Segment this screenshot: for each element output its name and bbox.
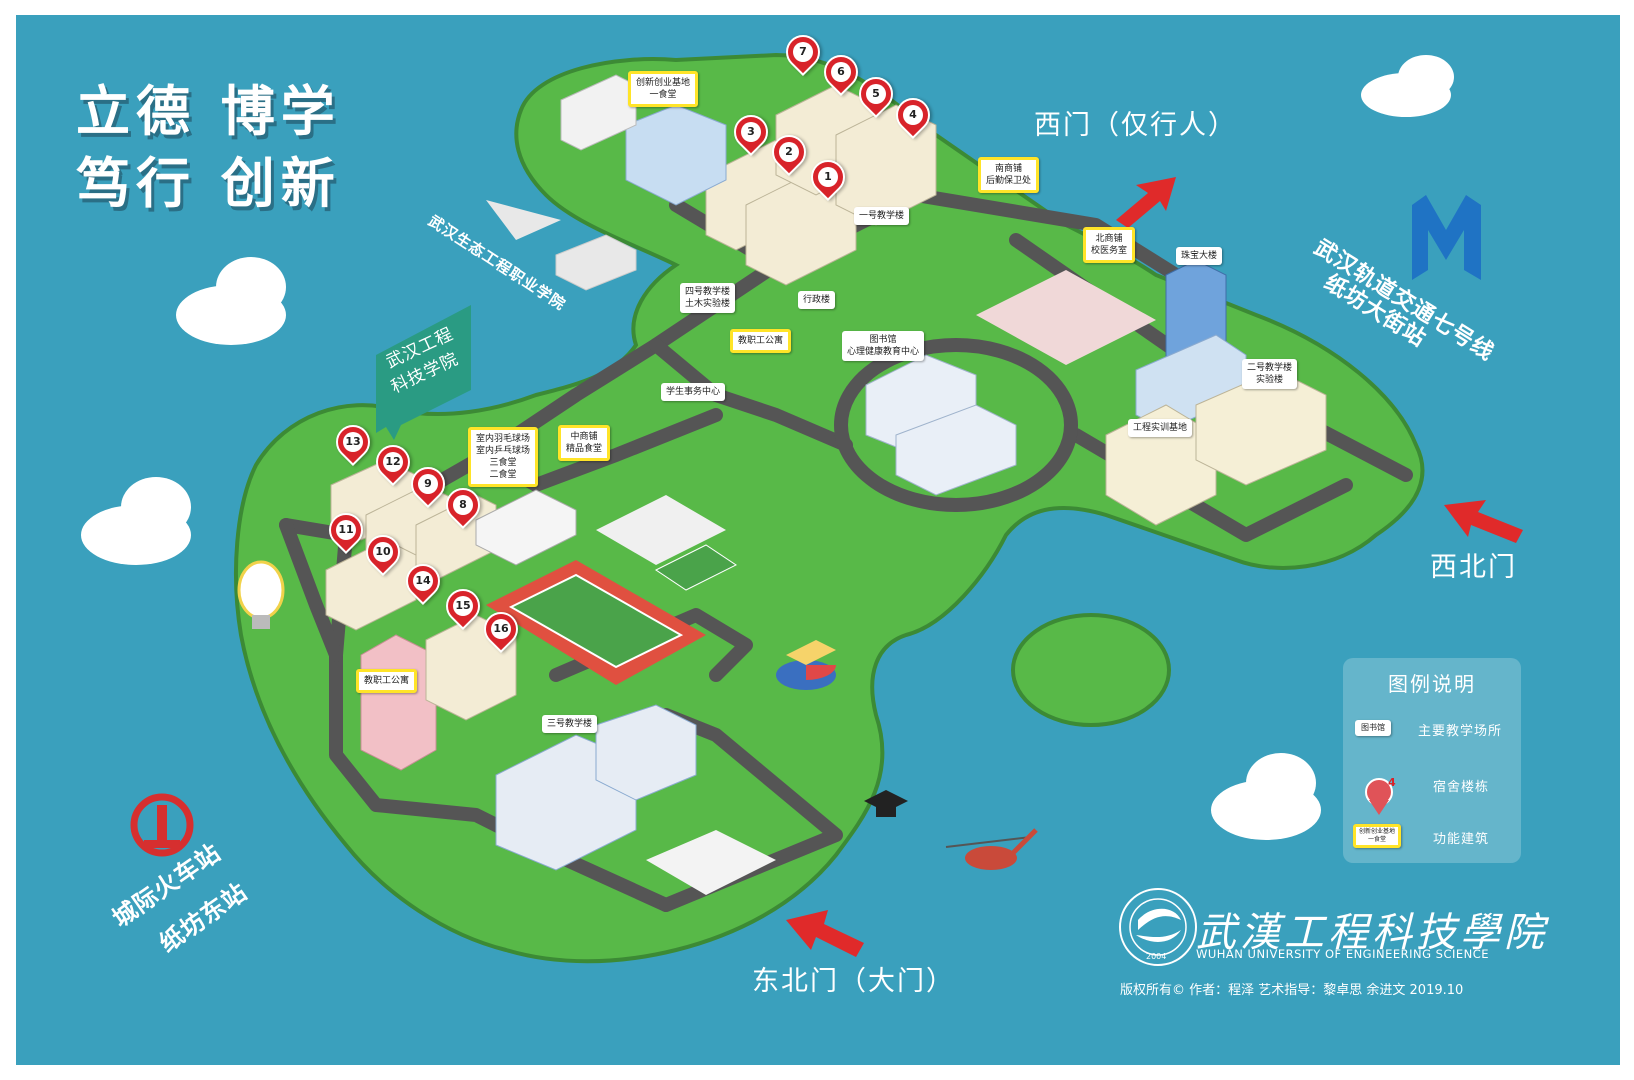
campus-map: 立德 博学 笃行 创新 西门（仅行人） 西北门 东北门（大门） 武汉生态工程职业… [16,15,1620,1065]
dorm-pin-number: 9 [418,474,438,494]
building-label-mid-shop[interactable]: 中商铺精品食堂 [558,425,611,461]
west-gate-label: 西门（仅行人） [1034,110,1237,141]
lightbulb-icon [237,560,285,629]
innovation-building [560,74,727,206]
school-name-en: WUHAN UNIVERSITY OF ENGINEERING SCIENCE [1196,947,1490,961]
small-island [1011,613,1171,727]
cloud-icon [81,477,191,565]
legend-sample-pin-number: 4 [1388,776,1397,789]
dorm-pin-number: 1 [818,167,838,187]
map-illustration [81,52,1523,966]
graduation-cap-icon [864,790,908,817]
legend-sample-main-label: 图书馆 [1355,720,1391,736]
building-label-indoor-sports[interactable]: 室内羽毛球场室内乒乓球场三食堂二食堂 [468,427,539,487]
indoor-sports-building [475,489,577,566]
northeast-main-gate-label: 东北门（大门） [752,966,955,997]
teach3-building [495,704,697,871]
dorm-pin-number: 5 [866,84,886,104]
cloud-icon [1211,753,1321,840]
campus-sign [376,305,471,440]
dorm-pin-number: 4 [903,105,923,125]
metro-logo-icon [1412,195,1481,280]
building-label-student-affairs[interactable]: 学生事务中心 [661,383,726,401]
library-building [865,354,1017,496]
building-label-jewelry[interactable]: 珠宝大楼 [1176,247,1223,265]
plaza [646,830,776,895]
building-label-teach4[interactable]: 四号教学楼土木实验楼 [680,283,736,313]
building-label-teach2[interactable]: 二号教学楼实验楼 [1242,359,1298,389]
dorm-pin-number: 2 [779,142,799,162]
building-label-teach1[interactable]: 一号教学楼 [854,207,910,225]
dorm-pin-number: 12 [383,452,403,472]
dorm-pin-number: 7 [793,42,813,62]
dorm-pin-number: 6 [831,62,851,82]
school-seal-icon [1119,888,1197,966]
cloud-icon [176,257,286,345]
dorm-pin-number: 13 [343,432,363,452]
school-name-cn: 武漢工程科技學院 [1196,910,1548,956]
dorm-pin-number: 16 [491,619,511,639]
pie-chart-sculpture [776,640,836,690]
building-label-staff-apt-south[interactable]: 教职工公寓 [356,669,418,693]
west-gate-arrow [1116,177,1176,228]
credits: 版权所有© 作者：程泽 艺术指导：黎卓思 余进文 2019.10 [1120,983,1464,998]
dorm-pin-number: 10 [373,542,393,562]
motto-line-2: 笃行 创新 [76,152,341,215]
motto-line-1: 立德 博学 [76,80,341,143]
northwest-gate-arrow [1444,500,1523,543]
northwest-gate-label: 西北门 [1430,552,1517,583]
building-label-staff-apt-north[interactable]: 教职工公寓 [730,329,792,353]
campus-island [234,52,1425,964]
building-label-library[interactable]: 图书馆心理健康教育中心 [842,331,925,361]
dorm-pin-number: 3 [741,122,761,142]
building-label-north-shop[interactable]: 北商铺校医务室 [1083,227,1136,263]
courts [596,270,1156,591]
legend-title: 图例说明 [1388,672,1476,696]
seal-year: 2004 [1146,952,1167,961]
legend-dorm: 宿舍楼栋 [1433,780,1490,795]
dorm-pin-number: 8 [453,495,473,515]
dorm-pin-number: 11 [336,520,356,540]
legend-sample-pin [1365,778,1393,815]
building-label-south-shop[interactable]: 南商铺后勤保卫处 [978,157,1040,193]
neighbor-college-building [486,200,637,291]
sports-field [486,560,706,685]
legend-sample-func-label: 创新创业基地一食堂 [1353,824,1402,848]
dorm-pin-number: 14 [413,571,433,591]
legend-functional: 功能建筑 [1433,832,1490,847]
building-label-innovation[interactable]: 创新创业基地一食堂 [628,71,699,107]
library-roundabout [834,338,1078,512]
northeast-main-gate-arrow [786,910,864,957]
building-label-admin[interactable]: 行政楼 [798,291,836,309]
legend-main-teaching: 主要教学场所 [1418,724,1503,739]
cloud-icon [1361,55,1454,117]
railway-logo-icon [130,793,194,857]
building-label-teach3[interactable]: 三号教学楼 [542,715,598,733]
helicopter-icon [945,828,1038,870]
building-label-training[interactable]: 工程实训基地 [1128,419,1193,437]
dorm-pin-number: 15 [453,596,473,616]
dorm-buildings-north [705,84,937,286]
map-legend: 图例说明 图书馆 主要教学场所 4 宿舍楼栋 创新创业基地一食堂 功能建筑 [1343,658,1521,863]
